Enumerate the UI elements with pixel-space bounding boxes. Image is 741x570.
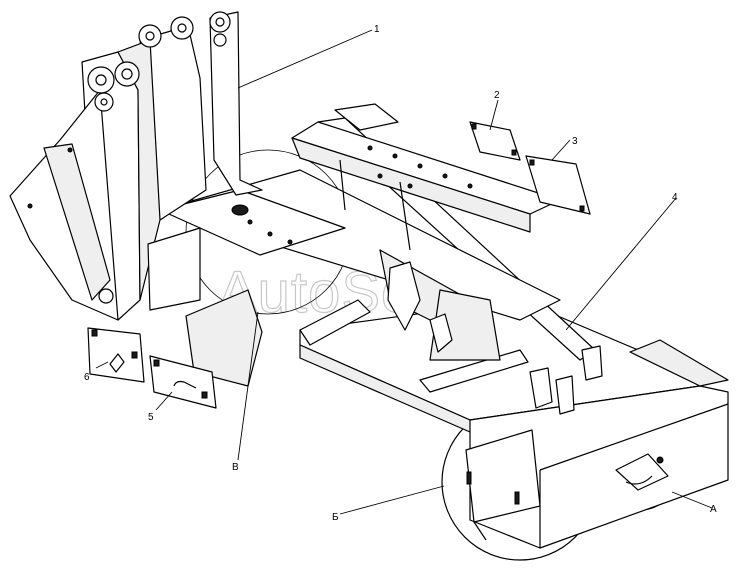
leader-line-3 <box>551 139 571 161</box>
center-guards <box>387 261 603 415</box>
label-item-1: 1 <box>374 24 380 35</box>
leader-line-a <box>671 491 713 509</box>
leader-line-6 <box>95 361 109 369</box>
leader-line-4 <box>565 197 677 331</box>
label-item-2: 2 <box>494 90 500 101</box>
label-view-a: А <box>710 504 717 515</box>
leader-line-2 <box>489 99 499 131</box>
label-item-6: 6 <box>84 372 90 383</box>
leader-line-b <box>339 485 445 515</box>
leader-line-5 <box>155 391 173 411</box>
detail-b-plate <box>465 429 541 541</box>
leader-line-1 <box>237 29 373 89</box>
label-item-5: 5 <box>148 412 154 423</box>
label-item-3: 3 <box>572 136 578 147</box>
bolt-holes <box>27 145 473 245</box>
part-5-plate <box>149 355 217 409</box>
boom-towers <box>9 11 263 387</box>
leader-line-v <box>237 311 259 461</box>
label-view-v: В <box>232 462 239 473</box>
part-6-plate <box>87 327 145 383</box>
part-2-plate <box>469 121 521 161</box>
part-3-plate <box>525 155 591 215</box>
label-item-4: 4 <box>672 192 678 203</box>
label-view-b: Б <box>332 512 339 523</box>
detail-a-hook <box>615 453 669 491</box>
